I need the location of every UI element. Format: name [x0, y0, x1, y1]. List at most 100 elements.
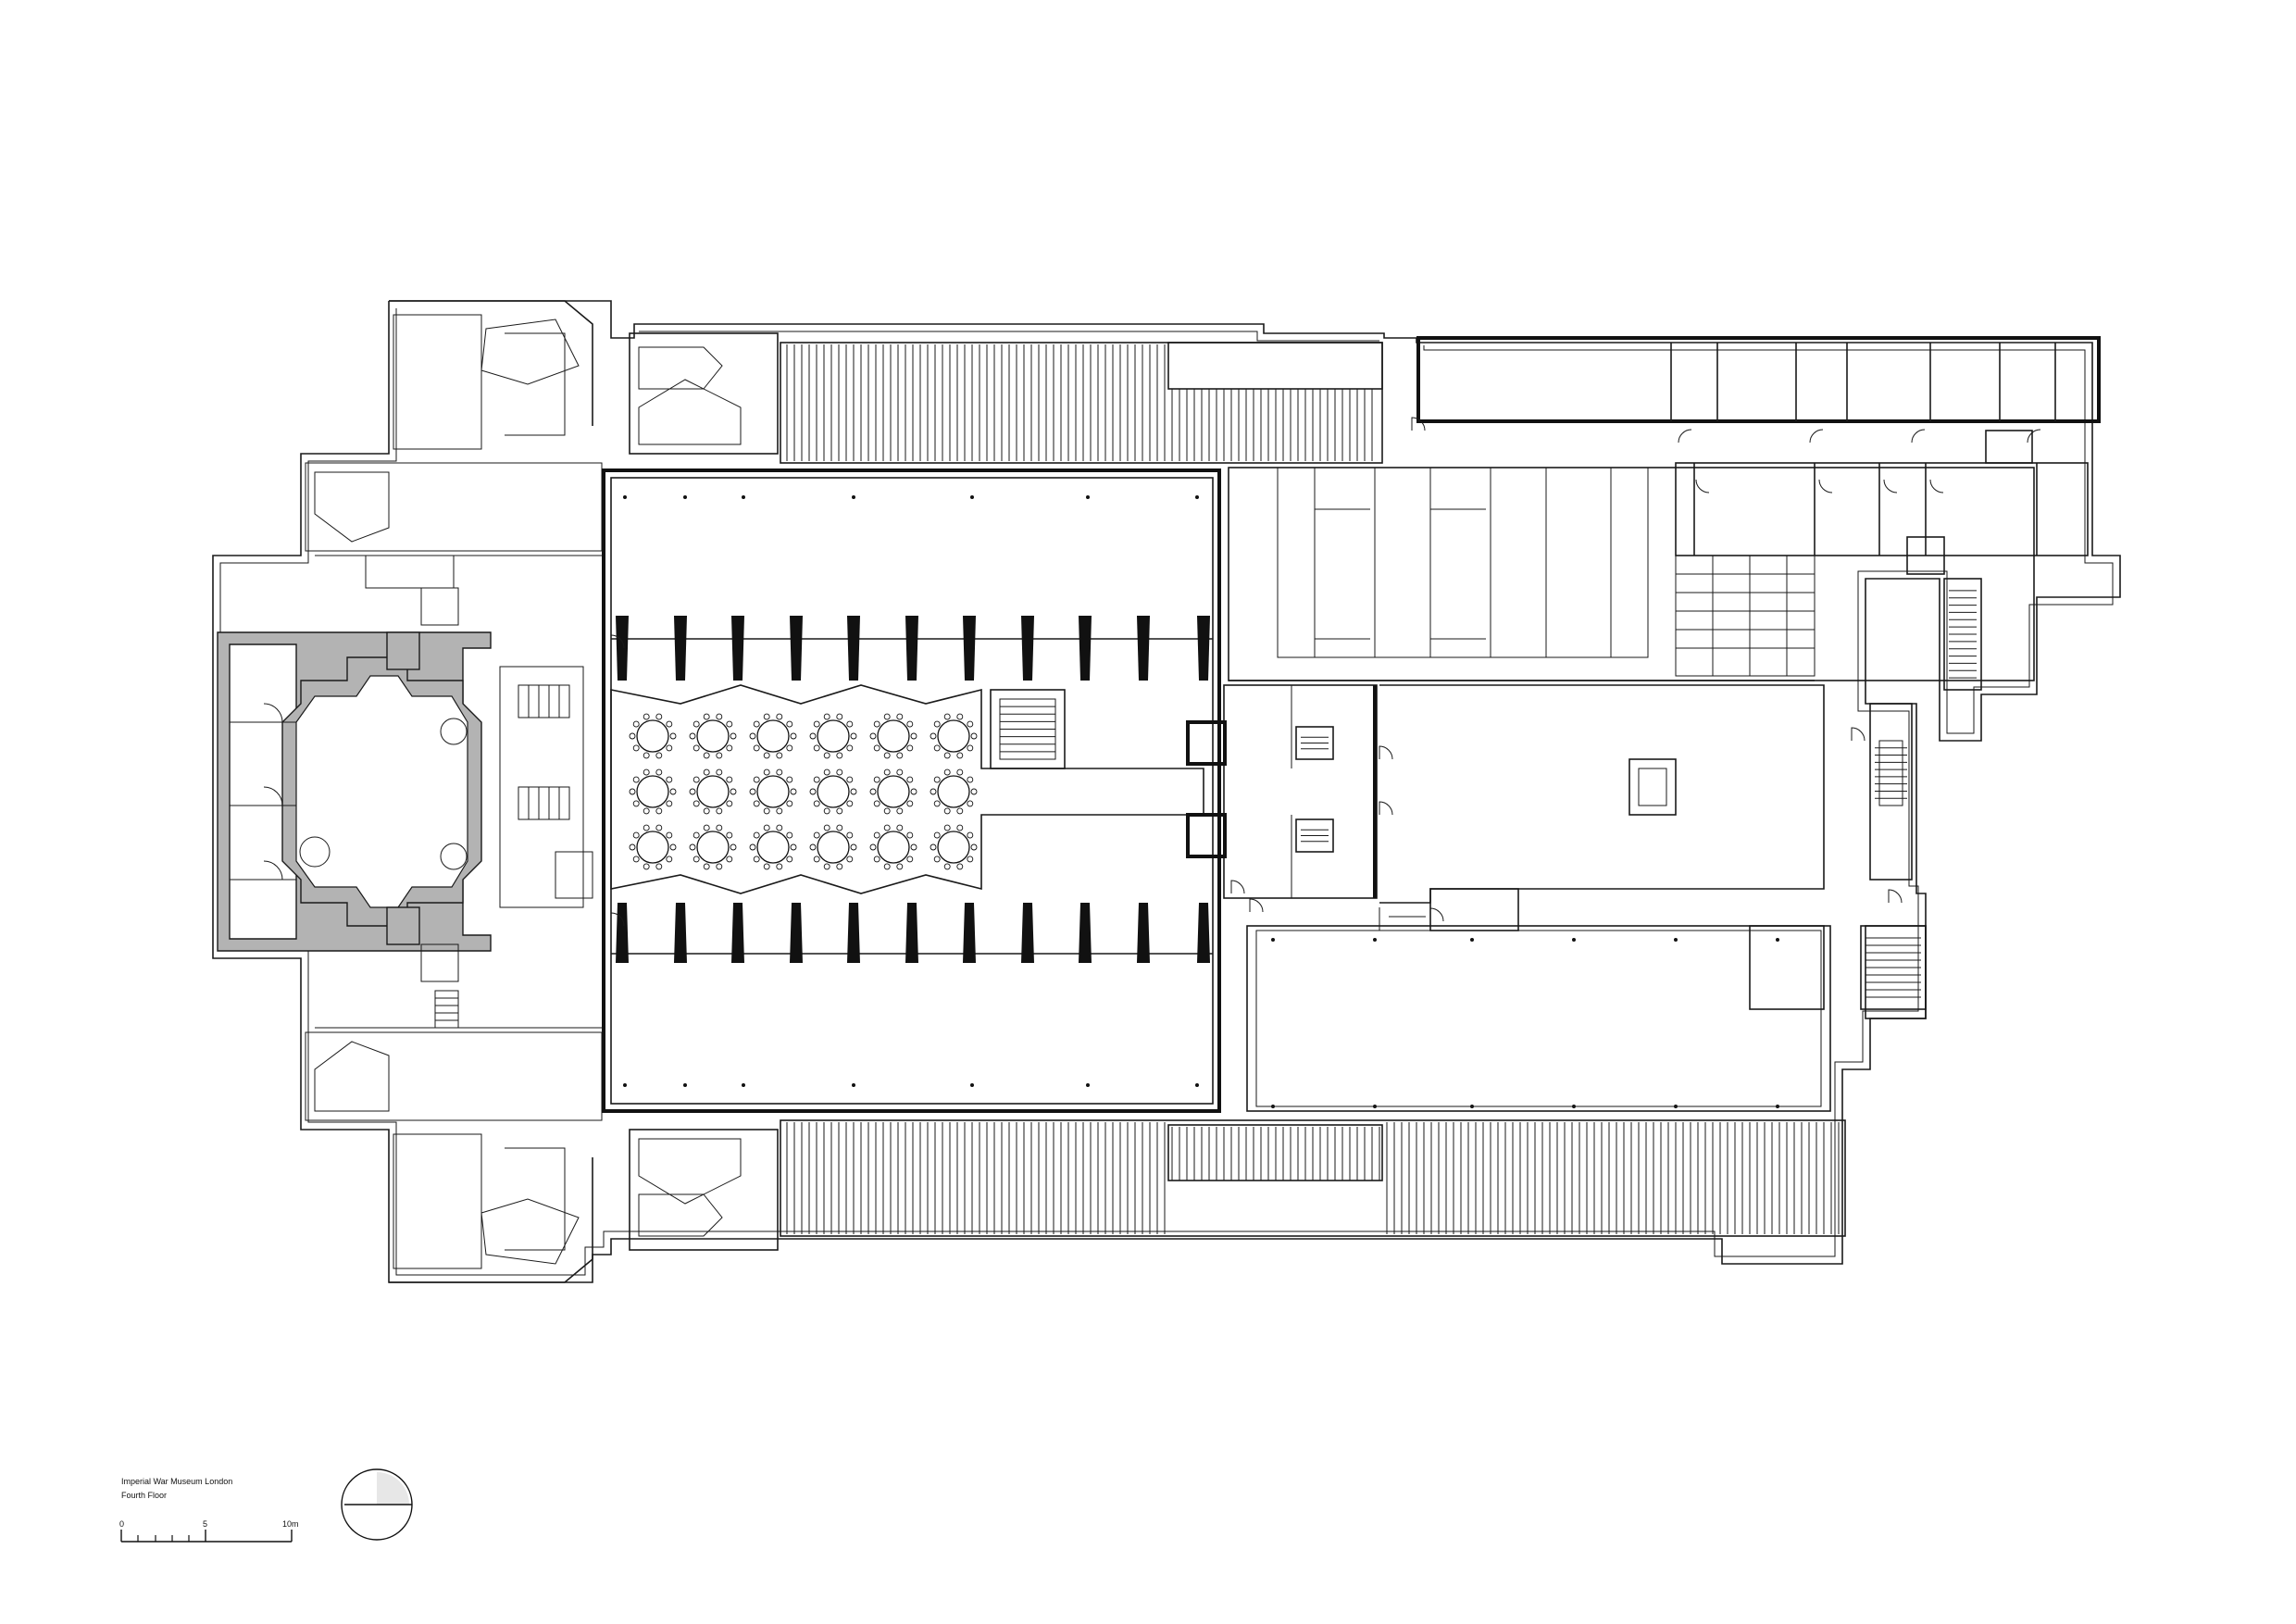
chair	[716, 768, 723, 776]
column-dot	[683, 1083, 687, 1087]
chair	[813, 744, 820, 752]
door-swing	[1379, 801, 1393, 816]
chair	[763, 863, 770, 870]
chair	[786, 831, 793, 839]
round-table	[930, 713, 978, 759]
chair	[703, 768, 710, 776]
chair	[967, 744, 974, 752]
door-swing	[1851, 727, 1866, 742]
chair	[666, 856, 673, 863]
chair	[873, 720, 880, 728]
chair	[666, 776, 673, 783]
chair	[933, 744, 941, 752]
chair	[716, 752, 723, 759]
pier	[674, 903, 687, 963]
chair	[869, 843, 877, 851]
chair	[786, 744, 793, 752]
caption-title: Imperial War Museum London	[121, 1477, 233, 1486]
chair	[632, 856, 640, 863]
chair	[776, 807, 783, 815]
chair	[790, 843, 797, 851]
chair	[846, 776, 854, 783]
column-dot	[852, 1083, 855, 1087]
table-top	[696, 775, 730, 808]
chair	[823, 807, 830, 815]
chair	[655, 768, 663, 776]
chair	[813, 800, 820, 807]
chair	[763, 752, 770, 759]
chair	[726, 744, 733, 752]
chair	[790, 788, 797, 795]
chair	[809, 732, 817, 740]
door-swing	[1379, 745, 1393, 760]
chair	[846, 856, 854, 863]
scale-label-5: 5	[203, 1519, 208, 1529]
chair	[786, 720, 793, 728]
chair	[643, 768, 650, 776]
chair	[813, 720, 820, 728]
south-east-gallery	[1246, 888, 1927, 1112]
table-top	[636, 775, 669, 808]
column-dots	[623, 495, 1779, 1108]
chair	[790, 732, 797, 740]
chair	[873, 856, 880, 863]
chair	[689, 732, 696, 740]
chair	[632, 776, 640, 783]
chair	[873, 776, 880, 783]
door-swing	[1230, 880, 1245, 894]
chair	[632, 744, 640, 752]
chair	[956, 807, 964, 815]
pier	[905, 903, 918, 963]
chair	[776, 713, 783, 720]
chair	[726, 831, 733, 839]
chair	[643, 752, 650, 759]
east-core	[1186, 684, 1825, 904]
chair	[896, 824, 904, 831]
chair	[910, 843, 917, 851]
east-stairs	[1860, 578, 1982, 1010]
round-table	[629, 713, 677, 759]
column-dot	[970, 495, 974, 499]
west-wing-rooms	[305, 314, 603, 1269]
chair	[703, 713, 710, 720]
chair	[629, 843, 636, 851]
door-swing	[1888, 889, 1903, 904]
chair	[689, 788, 696, 795]
building-outline	[212, 300, 2121, 1283]
pier	[1137, 903, 1150, 963]
chair	[846, 800, 854, 807]
chair	[883, 807, 891, 815]
chair	[943, 713, 951, 720]
chair	[883, 824, 891, 831]
chair	[669, 732, 677, 740]
chair	[703, 863, 710, 870]
round-table	[749, 713, 797, 759]
chair	[763, 807, 770, 815]
door-swings	[610, 417, 1903, 927]
round-table	[869, 824, 917, 870]
chair	[883, 863, 891, 870]
column-dot	[1674, 938, 1678, 942]
chair	[753, 720, 760, 728]
chair	[730, 788, 737, 795]
structural-piers	[616, 616, 1210, 963]
chair	[703, 807, 710, 815]
table-top	[756, 719, 790, 753]
column-dot	[1086, 1083, 1090, 1087]
chair	[967, 856, 974, 863]
round-table	[629, 768, 677, 815]
chair	[703, 824, 710, 831]
round-table	[749, 768, 797, 815]
caption-floor: Fourth Floor	[121, 1491, 168, 1500]
round-table	[749, 824, 797, 870]
chair	[655, 807, 663, 815]
pier	[847, 903, 860, 963]
chair	[823, 752, 830, 759]
chair	[906, 800, 914, 807]
chair	[666, 720, 673, 728]
chair	[749, 843, 756, 851]
chair	[655, 752, 663, 759]
chair	[763, 768, 770, 776]
chair	[716, 863, 723, 870]
